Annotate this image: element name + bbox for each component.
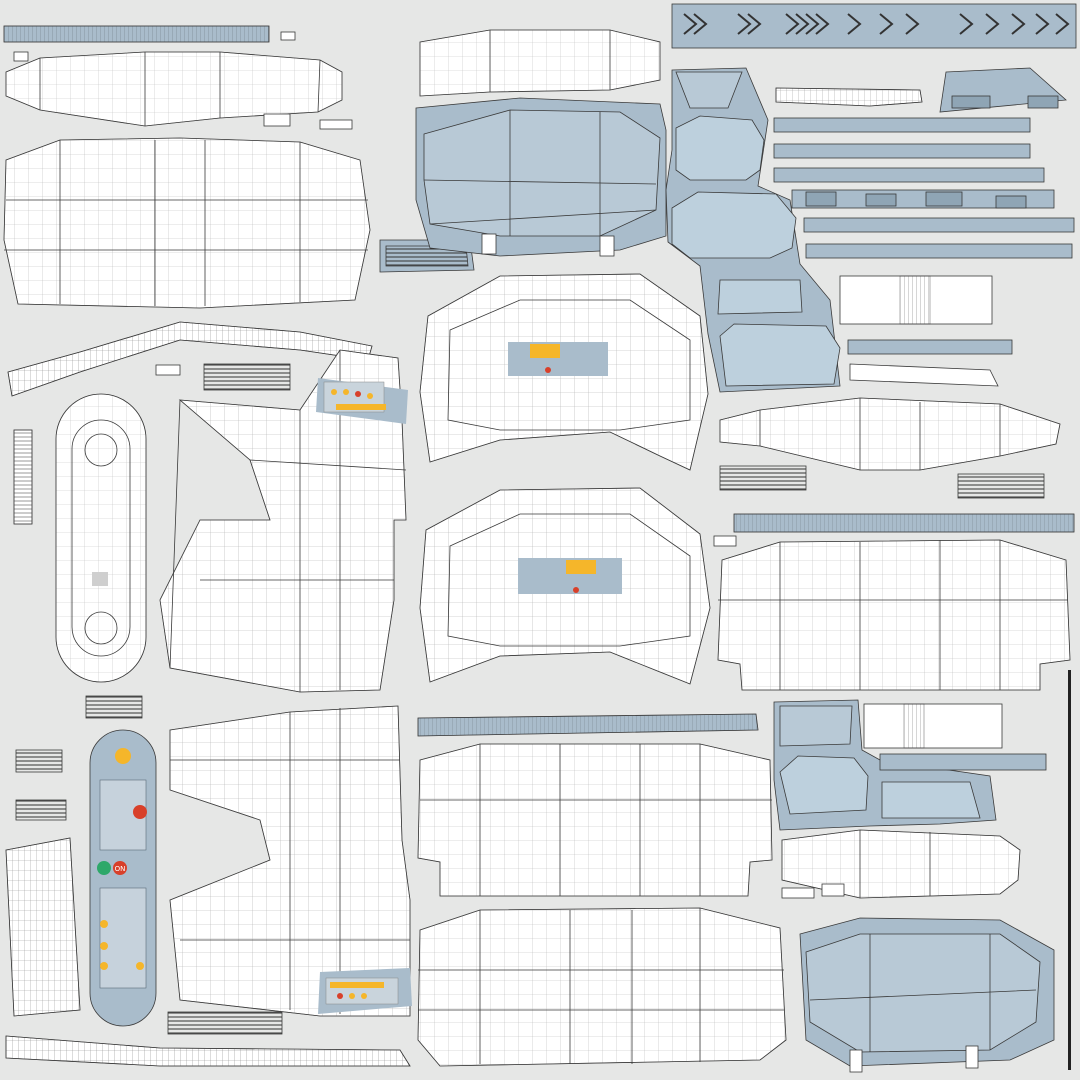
uv-strip-bottom-left xyxy=(5,1035,411,1067)
uv-grate xyxy=(957,473,1045,499)
uv-chip xyxy=(713,535,737,547)
uv-rail-selected xyxy=(879,753,1047,771)
uv-strip-top-left xyxy=(3,25,270,43)
uv-rails-selected xyxy=(773,117,1075,259)
uv-island-torso-lower-left xyxy=(169,705,411,1017)
uv-rail-selected xyxy=(847,339,1013,355)
uv-rail-long-selected xyxy=(733,513,1075,533)
uv-grate xyxy=(15,749,63,773)
uv-island-seat-right xyxy=(717,539,1071,691)
uv-island-block xyxy=(863,703,1003,749)
uv-island-torso-left xyxy=(159,349,407,693)
uv-island-seat-selected xyxy=(415,97,667,257)
uv-connectors-selected xyxy=(939,67,1067,113)
uv-chevron-strip-selected xyxy=(671,3,1077,49)
uv-grate xyxy=(719,465,807,491)
uv-grate xyxy=(167,1011,283,1035)
uv-island-capsule xyxy=(55,393,147,683)
uv-control-decal-small xyxy=(318,968,412,1014)
uv-island-bracket-right xyxy=(719,397,1061,471)
uv-island-top-center xyxy=(419,29,661,97)
uv-island-top-bracket xyxy=(5,51,343,127)
on-button-label: ON xyxy=(115,865,126,873)
uv-island-block xyxy=(839,275,993,325)
uv-chip xyxy=(280,31,296,41)
uv-island-bracket-small xyxy=(781,829,1021,899)
uv-chip xyxy=(13,51,29,62)
uv-island-cups-selected xyxy=(665,67,841,393)
uv-grate xyxy=(203,363,291,391)
uv-chip xyxy=(821,883,845,897)
uv-control-decal-small xyxy=(316,378,408,424)
uv-chip xyxy=(263,113,291,127)
uv-strip-center-selected xyxy=(417,713,759,737)
uv-island-seat-center-lower xyxy=(417,743,773,897)
uv-chip xyxy=(319,119,353,130)
uv-island-seat-bottom-right-selected xyxy=(799,917,1055,1073)
uv-island-bowl-upper xyxy=(419,273,709,471)
uv-island-strip-thin xyxy=(849,363,999,387)
uv-island-seat-bottom-center xyxy=(417,907,787,1067)
uv-island-bowl-lower xyxy=(419,487,711,685)
uv-chip xyxy=(155,364,181,376)
uv-island-fan xyxy=(5,837,81,1017)
uv-grate xyxy=(85,695,143,719)
uv-island-strip-thin xyxy=(775,87,923,107)
uv-chip xyxy=(781,887,815,899)
uv-island-seat-top-left xyxy=(3,137,371,309)
uv-seam-line xyxy=(1068,670,1071,1070)
uv-control-panel-tall: ON xyxy=(89,729,157,1027)
uv-grate xyxy=(15,799,67,821)
